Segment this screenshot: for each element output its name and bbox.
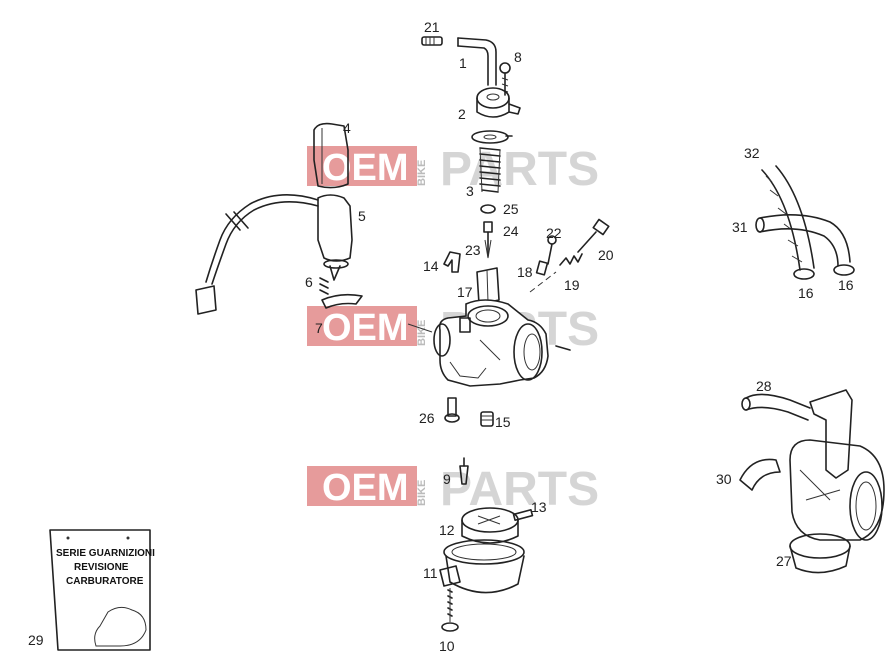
part-7-bracket: [321, 293, 363, 309]
svg-text:OEM: OEM: [322, 147, 409, 189]
part-9-needle: [459, 457, 469, 485]
part-24-needle: [483, 221, 493, 259]
part-19-spring: [529, 253, 583, 293]
label-12: 12: [439, 522, 455, 538]
part-1-elbow: [457, 37, 497, 86]
carburetor-body: [407, 299, 571, 387]
gasket-kit-box: SERIE GUARNIZIONI REVISIONE CARBURATORE: [49, 529, 155, 651]
part-25-clip: [480, 204, 496, 214]
label-9: 9: [443, 471, 451, 487]
label-31: 31: [732, 219, 748, 235]
label-14: 14: [423, 258, 439, 274]
label-20: 20: [598, 247, 614, 263]
label-30: 30: [716, 471, 732, 487]
svg-text:PARTS: PARTS: [440, 143, 599, 196]
part-22-screw: [547, 235, 557, 265]
part-14-elbow: [443, 251, 461, 273]
kit-line-1: SERIE GUARNIZIONI: [56, 548, 155, 559]
label-16-right: 16: [838, 277, 854, 293]
part-27-assembled-carburetor: [789, 389, 885, 574]
label-5: 5: [358, 208, 366, 224]
svg-text:OEM: OEM: [322, 307, 409, 349]
part-16-clip-left: [793, 268, 815, 280]
label-10: 10: [439, 638, 455, 654]
part-17-slide: [476, 267, 500, 305]
part-3-spring: [471, 130, 513, 193]
label-3: 3: [466, 183, 474, 199]
label-25: 25: [503, 201, 519, 217]
part-30-hose-clamp: [739, 458, 781, 491]
part-31-hose: [755, 214, 851, 267]
label-32: 32: [744, 145, 760, 161]
label-2: 2: [458, 106, 466, 122]
part-labels: 21 1 8 2 3 25 24 23 22 20 18 19 14 17 4 …: [28, 19, 854, 654]
watermark-bottom: OEM BIKE PARTS: [307, 463, 599, 516]
part-18-screw: [535, 260, 549, 276]
svg-text:BIKE: BIKE: [416, 480, 428, 506]
label-24: 24: [503, 223, 519, 239]
part-16-clip-right: [833, 264, 855, 276]
part-21-screw: [421, 36, 443, 46]
watermark-top: OEM BIKE PARTS: [307, 143, 599, 196]
label-11: 11: [423, 565, 438, 581]
kit-line-2: REVISIONE: [74, 562, 129, 573]
part-4-cap: [313, 122, 349, 189]
part-20-screw: [577, 218, 610, 253]
label-19: 19: [564, 277, 580, 293]
part-28-elbow: [741, 393, 811, 421]
label-29: 29: [28, 632, 44, 648]
label-28: 28: [756, 378, 772, 394]
part-11-bowl: [439, 539, 525, 594]
kit-line-3: CARBURATORE: [66, 576, 144, 587]
label-16-left: 16: [798, 285, 814, 301]
label-7: 7: [315, 320, 323, 336]
part-5-choke: [195, 194, 353, 315]
part-10-screw: [441, 588, 459, 632]
label-17: 17: [457, 284, 473, 300]
label-8: 8: [514, 49, 522, 65]
part-13-pin: [512, 508, 534, 522]
label-15: 15: [495, 414, 511, 430]
part-32-hose: [761, 165, 815, 271]
label-26: 26: [419, 410, 435, 426]
label-4: 4: [343, 120, 351, 136]
label-21: 21: [424, 19, 440, 35]
label-18: 18: [517, 264, 533, 280]
label-27: 27: [776, 553, 792, 569]
svg-text:BIKE: BIKE: [416, 160, 428, 186]
label-1: 1: [459, 55, 467, 71]
svg-text:PARTS: PARTS: [440, 463, 599, 516]
part-2-cap: [476, 87, 521, 118]
svg-text:BIKE: BIKE: [416, 320, 428, 346]
part-26-jet: [444, 397, 460, 423]
label-6: 6: [305, 274, 313, 290]
label-23: 23: [465, 242, 481, 258]
label-13: 13: [531, 499, 547, 515]
part-15-jet: [480, 411, 494, 427]
part-6-spring: [319, 277, 329, 295]
label-22: 22: [546, 225, 562, 241]
svg-text:OEM: OEM: [322, 467, 409, 509]
